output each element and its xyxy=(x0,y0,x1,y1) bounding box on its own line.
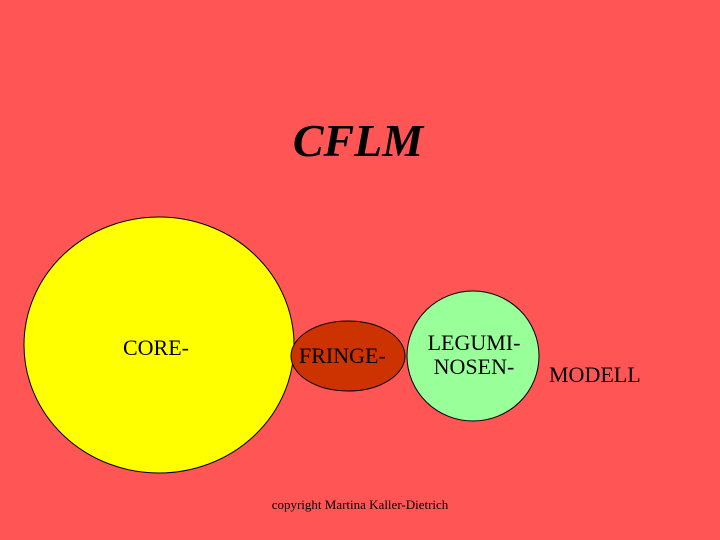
slide-title: CFLM xyxy=(292,115,424,166)
fringe-label: FRINGE- xyxy=(299,343,386,368)
leguminosen-circle xyxy=(406,290,540,422)
leguminosen-label-line2: NOSEN- xyxy=(433,354,515,379)
core-label: CORE- xyxy=(123,335,189,360)
copyright-notice: copyright Martina Kaller-Dietrich xyxy=(271,497,449,512)
leguminosen-label: LEGUMI- NOSEN- xyxy=(413,331,535,379)
modell-label: MODELL xyxy=(549,362,641,387)
fringe-ellipse xyxy=(290,320,406,392)
leguminosen-label-line1: LEGUMI- xyxy=(427,330,521,355)
